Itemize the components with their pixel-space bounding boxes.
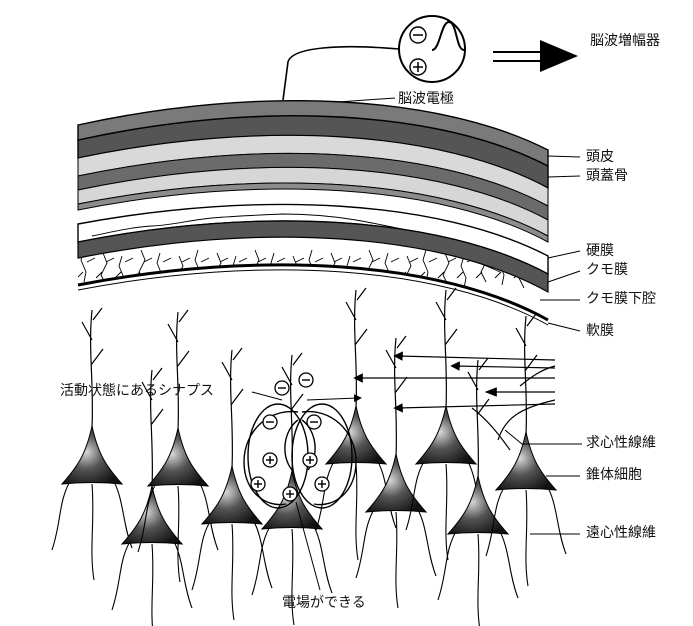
- trabecula: [209, 252, 229, 286]
- soma: [446, 475, 510, 535]
- trabecula: [361, 249, 381, 283]
- trabecula: [228, 255, 248, 289]
- trabecula: [323, 252, 343, 286]
- plus-sign: [302, 452, 318, 468]
- field-label: 電場ができる: [282, 595, 366, 611]
- apical-dendrite: [385, 335, 408, 457]
- trabecula: [380, 252, 400, 286]
- pyramidal-label: 錐体細胞: [586, 467, 642, 483]
- plus-sign: [282, 486, 298, 502]
- field-lines: [243, 403, 357, 509]
- pia-label: 軟膜: [586, 323, 614, 339]
- pyramidal-cell: [485, 313, 567, 587]
- trabecula: [152, 252, 172, 286]
- pyramidal-cell: [355, 335, 437, 609]
- dura-label: 硬膜: [586, 243, 614, 259]
- minus-sign: [274, 380, 290, 396]
- soma: [146, 427, 210, 487]
- plus-sign: [314, 476, 330, 492]
- electrode-label: 脳波電極: [398, 91, 454, 107]
- amplifier-label: 脳波増幅器: [590, 33, 660, 49]
- apical-dendrite: [167, 309, 190, 431]
- afferent-label: 求心性線維: [586, 435, 656, 451]
- axon: [191, 517, 273, 621]
- arachnoid-label: クモ膜: [586, 262, 628, 278]
- pyramidal-cell: [315, 287, 397, 561]
- active-synapse-label: 活動状態にあるシナプス: [60, 383, 214, 399]
- trabecula: [133, 249, 153, 283]
- pia-layer: [77, 263, 549, 326]
- apical-dendrite: [221, 347, 244, 469]
- axon: [355, 505, 437, 609]
- soma: [200, 465, 264, 525]
- arachnoid-layer: [77, 220, 549, 294]
- trabecula: [171, 255, 191, 289]
- soma: [60, 425, 124, 485]
- trabecula: [399, 255, 419, 289]
- apical-dendrite: [345, 287, 368, 409]
- subarachnoid-label: クモ膜下腔: [586, 291, 656, 307]
- trabecula: [437, 252, 457, 286]
- plus-sign: [250, 476, 266, 492]
- minus-sign: [306, 414, 322, 430]
- scalp-label: 頭皮: [586, 149, 614, 165]
- axon: [437, 527, 519, 626]
- pyramidal-cell: [137, 309, 219, 583]
- trabecula: [285, 255, 305, 289]
- plus-sign: [262, 452, 278, 468]
- soma: [364, 453, 428, 513]
- axon: [485, 483, 567, 587]
- apical-dendrite: [467, 357, 490, 479]
- pyramidal-cell: [437, 357, 519, 626]
- skull-label: 頭蓋骨: [586, 168, 628, 184]
- axon: [51, 477, 133, 581]
- amplifier: [398, 15, 578, 83]
- pointer-lines: [251, 155, 582, 591]
- minus-sign: [298, 372, 314, 388]
- apical-dendrite: [515, 313, 538, 435]
- soma: [414, 405, 478, 465]
- soma: [120, 485, 184, 545]
- pyramidal-cell: [111, 367, 193, 626]
- apical-dendrite: [81, 307, 104, 429]
- pyramidal-cells: [51, 287, 567, 626]
- trabecula: [266, 252, 286, 286]
- charge-signs: [250, 372, 330, 502]
- soma: [494, 431, 558, 491]
- efferent-label: 遠心性線維: [586, 525, 656, 541]
- apical-dendrite: [435, 287, 458, 409]
- pyramidal-cell: [191, 347, 273, 621]
- apical-dendrite: [141, 367, 164, 489]
- pyramidal-cell: [51, 307, 133, 581]
- trabecula: [190, 249, 210, 283]
- skull-layer: [77, 134, 549, 243]
- minus-sign: [262, 414, 278, 430]
- pyramidal-cell: [405, 287, 487, 561]
